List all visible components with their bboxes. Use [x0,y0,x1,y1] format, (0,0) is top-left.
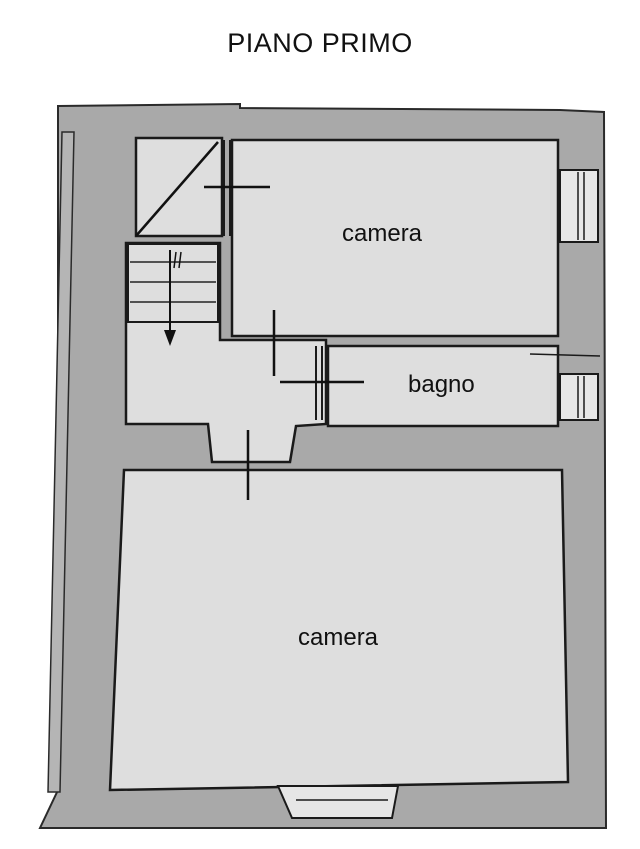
closet-diagonal [135,141,219,237]
window-camera-bottom [276,785,400,819]
staircase [127,243,219,346]
room-camera-top [230,138,560,338]
exterior-left-wall [47,131,75,793]
plan-title: PIANO PRIMO [227,28,413,58]
room-label-camera-bottom: camera [298,624,379,651]
window-bagno [529,353,601,421]
stair-arrow-icon [164,330,176,346]
room-label-camera-top: camera [342,220,423,247]
room-camera-bottom [108,468,570,792]
window-camera-top [559,169,599,243]
room-bagno [326,344,560,428]
room-label-bagno: bagno [408,371,475,398]
